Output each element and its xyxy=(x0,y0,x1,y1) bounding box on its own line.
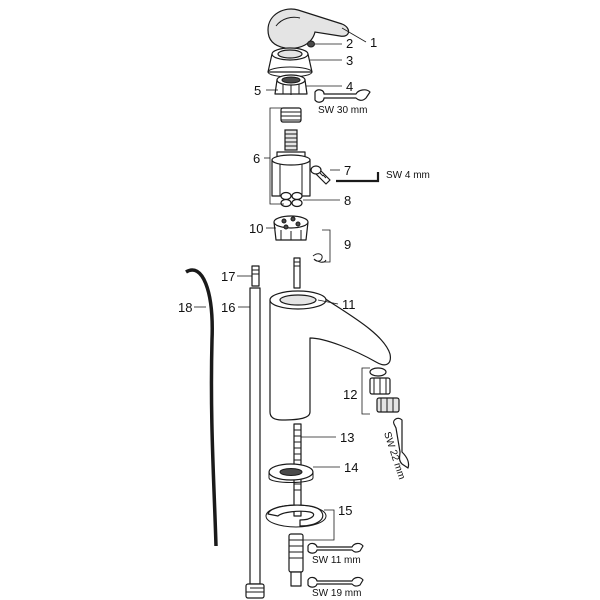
cover-cap xyxy=(267,47,313,78)
callout-5: 5 xyxy=(254,83,261,98)
callout-18: 18 xyxy=(178,300,192,315)
callout-15: 15 xyxy=(338,503,352,518)
fixing-nut xyxy=(288,533,304,587)
connector-nipple xyxy=(251,265,260,287)
bracket-9 xyxy=(322,229,331,263)
cartridge xyxy=(271,107,311,197)
inlet-stud xyxy=(293,257,301,289)
tap-body xyxy=(269,290,391,421)
tool-label-sw4: SW 4 mm xyxy=(386,170,430,181)
callout-14: 14 xyxy=(344,460,358,475)
bracket-12 xyxy=(361,367,370,415)
retaining-clip xyxy=(312,253,327,263)
wrench-sw30-icon xyxy=(314,89,371,103)
fixing-screw xyxy=(310,165,331,185)
diverter-unit xyxy=(273,215,309,241)
aerator xyxy=(369,367,400,413)
callout-7: 7 xyxy=(344,163,351,178)
callout-16: 16 xyxy=(221,300,235,315)
tool-label-sw11: SW 11 mm xyxy=(312,555,361,566)
callout-8: 8 xyxy=(344,193,351,208)
tool-label-sw19: SW 19 mm xyxy=(312,588,361,599)
horseshoe-plate xyxy=(265,504,327,528)
callout-6: 6 xyxy=(253,151,260,166)
callout-11: 11 xyxy=(342,297,356,312)
callout-17: 17 xyxy=(221,269,235,284)
wrench-sw22-icon xyxy=(393,417,410,469)
bracket-15 xyxy=(303,509,335,541)
callout-10: 10 xyxy=(249,221,263,236)
wrench-sw19-icon xyxy=(307,576,364,588)
curved-hose xyxy=(185,268,218,547)
callout-9: 9 xyxy=(344,237,351,252)
wrench-sw11-icon xyxy=(307,542,364,554)
grub-screw xyxy=(307,40,315,48)
callout-4: 4 xyxy=(346,79,353,94)
lever-handle xyxy=(267,8,350,49)
cartridge-seals xyxy=(280,191,303,208)
bracket-6 xyxy=(269,107,284,205)
tool-label-sw30: SW 30 mm xyxy=(318,105,367,116)
allen-key-sw4 xyxy=(336,172,380,183)
callout-12: 12 xyxy=(343,387,357,402)
callout-3: 3 xyxy=(346,53,353,68)
locking-nut xyxy=(274,74,308,95)
callout-13: 13 xyxy=(340,430,354,445)
callout-2: 2 xyxy=(346,36,353,51)
callout-1: 1 xyxy=(370,35,377,50)
mounting-washer xyxy=(268,463,314,483)
flexible-hose xyxy=(245,287,265,599)
leader-lines xyxy=(194,27,367,468)
